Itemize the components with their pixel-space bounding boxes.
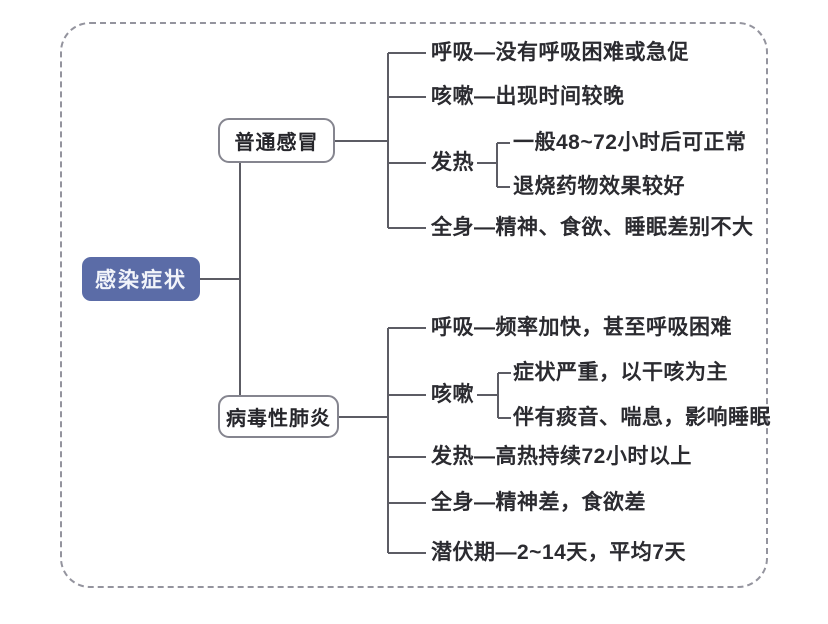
leaf-cold-cough: 咳嗽—出现时间较晚 [431, 85, 625, 108]
branch-node-viral-pneumonia: 病毒性肺炎 [218, 395, 339, 438]
leaf-pneumonia-fever: 发热—高热持续72小时以上 [431, 445, 692, 468]
root-node-infection-symptoms: 感染症状 [82, 257, 200, 301]
leaf-cold-fever-sub-1: 一般48~72小时后可正常 [513, 131, 747, 154]
leaf-cold-general: 全身—精神、食欲、睡眠差别不大 [431, 216, 754, 239]
leaf-cold-breathing: 呼吸—没有呼吸困难或急促 [431, 41, 689, 64]
leaf-cold-fever-sub-2: 退烧药物效果较好 [513, 175, 685, 198]
leaf-pneumonia-incubation: 潜伏期—2~14天，平均7天 [431, 541, 686, 564]
leaf-pneumonia-general: 全身—精神差，食欲差 [431, 491, 646, 514]
branch-node-common-cold: 普通感冒 [218, 118, 335, 163]
leaf-cold-fever: 发热 [431, 151, 474, 174]
leaf-pneumonia-cough-sub-2: 伴有痰音、喘息，影响睡眠 [513, 406, 771, 429]
dashed-border-frame [60, 22, 768, 588]
leaf-pneumonia-cough: 咳嗽 [431, 383, 474, 406]
leaf-pneumonia-breathing: 呼吸—频率加快，甚至呼吸困难 [431, 316, 732, 339]
leaf-pneumonia-cough-sub-1: 症状严重，以干咳为主 [513, 361, 728, 384]
